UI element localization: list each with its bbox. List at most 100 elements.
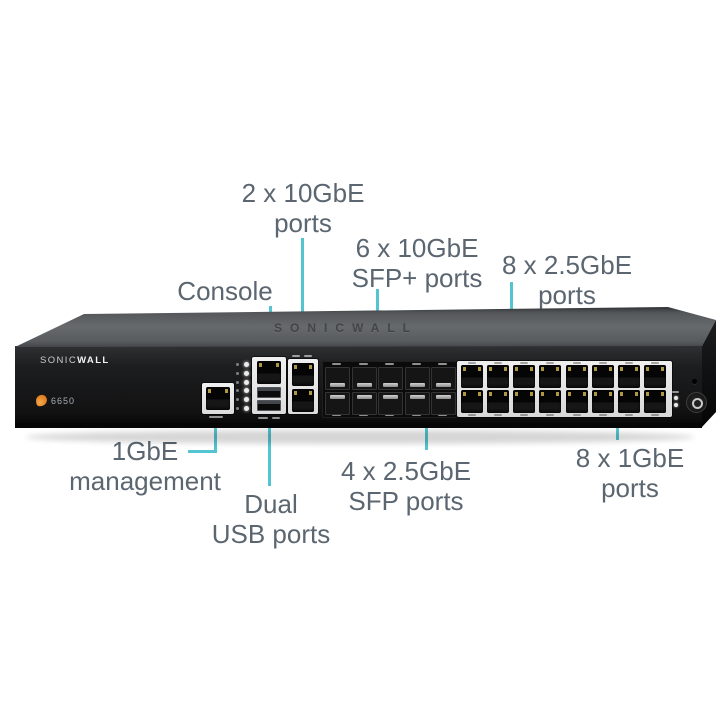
rj45-port-top [565, 365, 588, 388]
sfp-label-mark [385, 363, 395, 365]
sfp-cage-block [322, 361, 457, 418]
sfp-cage [325, 392, 350, 415]
rj45-port-top [513, 365, 536, 388]
led-glyph [236, 389, 239, 393]
port-label-mark [598, 414, 607, 416]
port-label-mark [546, 362, 555, 364]
led-glyph [236, 398, 239, 402]
rj45-port-bottom [644, 390, 667, 413]
status-led [244, 388, 249, 394]
sfp-label-mark [438, 363, 448, 365]
label-line: 6 x 10GbE [355, 233, 479, 263]
rj45-port-bottom [565, 390, 588, 413]
sfp-plus-cage [404, 367, 430, 390]
sfp-label-mark [411, 363, 421, 365]
port-label-mark [572, 414, 581, 416]
led-glyph [236, 363, 239, 366]
label-line: management [69, 466, 221, 496]
10gbe-label-mark [292, 355, 300, 357]
leader-line-mgmt-vertical [214, 408, 217, 453]
port-label-mark [624, 414, 633, 416]
status-led [244, 370, 249, 376]
label-line: Console [177, 276, 273, 306]
sfp-plus-cage [351, 367, 377, 390]
rj45-port-bank [457, 361, 672, 417]
rj45-port-top [539, 365, 562, 388]
port-label-mark [598, 362, 607, 364]
status-led [244, 406, 249, 411]
port-label-mark [468, 362, 476, 364]
label-6x10gbe-sfp-plus-ports: 6 x 10GbE SFP+ ports [352, 233, 483, 293]
rj45-port-top [487, 365, 510, 388]
model-number: 6650 [51, 395, 76, 406]
10gbe-rj45-port-1 [292, 363, 314, 386]
label-line: SFP+ ports [351, 263, 483, 293]
sfp-label-mark [438, 414, 448, 416]
status-led [244, 379, 249, 385]
usb-label-mark [258, 417, 268, 419]
label-console: Console [177, 276, 272, 306]
usb-port-2 [257, 400, 281, 411]
label-line: SFP ports [348, 486, 464, 516]
status-led-block [233, 359, 253, 413]
label-8x1gbe-ports: 8 x 1GbE ports [576, 443, 684, 503]
rj45-port-bottom [461, 390, 483, 413]
port-label-mark [572, 362, 581, 364]
sfp-cage [378, 392, 404, 415]
sfp-label-mark [385, 414, 395, 416]
rj45-port-top [461, 365, 483, 388]
embossed-logo: SONICWALL [274, 321, 418, 335]
10gbe-copper-panel [288, 359, 318, 414]
sonicwall-flame-icon [35, 394, 48, 407]
status-led [244, 362, 249, 367]
sfp-label-mark [411, 414, 421, 416]
rj45-port-bottom [487, 390, 510, 413]
label-line: 8 x 2.5GbE [501, 250, 633, 280]
sfp-label-mark [358, 363, 368, 365]
sfp-plus-cage [378, 367, 404, 390]
usb-label-mark [272, 417, 280, 419]
rj45-port-top [617, 365, 640, 388]
console-rj45-port [257, 361, 281, 384]
sfp-label-mark [358, 414, 368, 416]
leader-line-sfp [425, 408, 428, 450]
sfp-cage [431, 392, 457, 415]
sfp-cage [351, 392, 377, 415]
10gbe-rj45-port-2 [292, 389, 314, 412]
rj45-port-top [644, 365, 667, 388]
reset-pinhole [692, 379, 697, 384]
port-label-mark [624, 362, 633, 364]
port-label-mark [494, 414, 503, 416]
sfp-plus-cage [325, 367, 350, 390]
label-dual-usb-ports: Dual USB ports [212, 489, 331, 549]
management-port-label-mark [209, 416, 223, 418]
sfp-cage [404, 392, 430, 415]
status-led [244, 397, 249, 403]
port-label-mark [520, 414, 529, 416]
rj45-port-bottom [617, 390, 640, 413]
sfp-label-mark [332, 414, 341, 416]
label-line: ports [274, 208, 332, 238]
management-port-panel [202, 383, 234, 414]
label-line: ports [601, 473, 659, 503]
console-usb-panel [252, 357, 286, 414]
label-line: ports [538, 280, 596, 310]
led-glyph [236, 380, 239, 384]
label-2x10gbe-ports: 2 x 10GbE ports [242, 178, 365, 238]
power-icon [692, 398, 703, 409]
label-line: 8 x 1GbE [575, 443, 685, 473]
port-label-mark [651, 414, 660, 416]
model-badge: 6650 [35, 394, 76, 407]
brand-light: SONIC [40, 355, 78, 366]
management-rj45-port [206, 387, 230, 410]
port-label-mark [651, 362, 660, 364]
port-label-mark [546, 414, 555, 416]
rj45-port-top [591, 365, 614, 388]
led-glyph [236, 407, 239, 410]
sfp-label-mark [332, 363, 341, 365]
port-label-mark [494, 362, 503, 364]
label-8x2.5gbe-ports: 8 x 2.5GbE ports [502, 250, 632, 310]
label-4x2.5gbe-sfp-ports: 4 x 2.5GbE SFP ports [341, 456, 471, 516]
led-glyph [236, 371, 239, 375]
drop-shadow [25, 430, 695, 444]
